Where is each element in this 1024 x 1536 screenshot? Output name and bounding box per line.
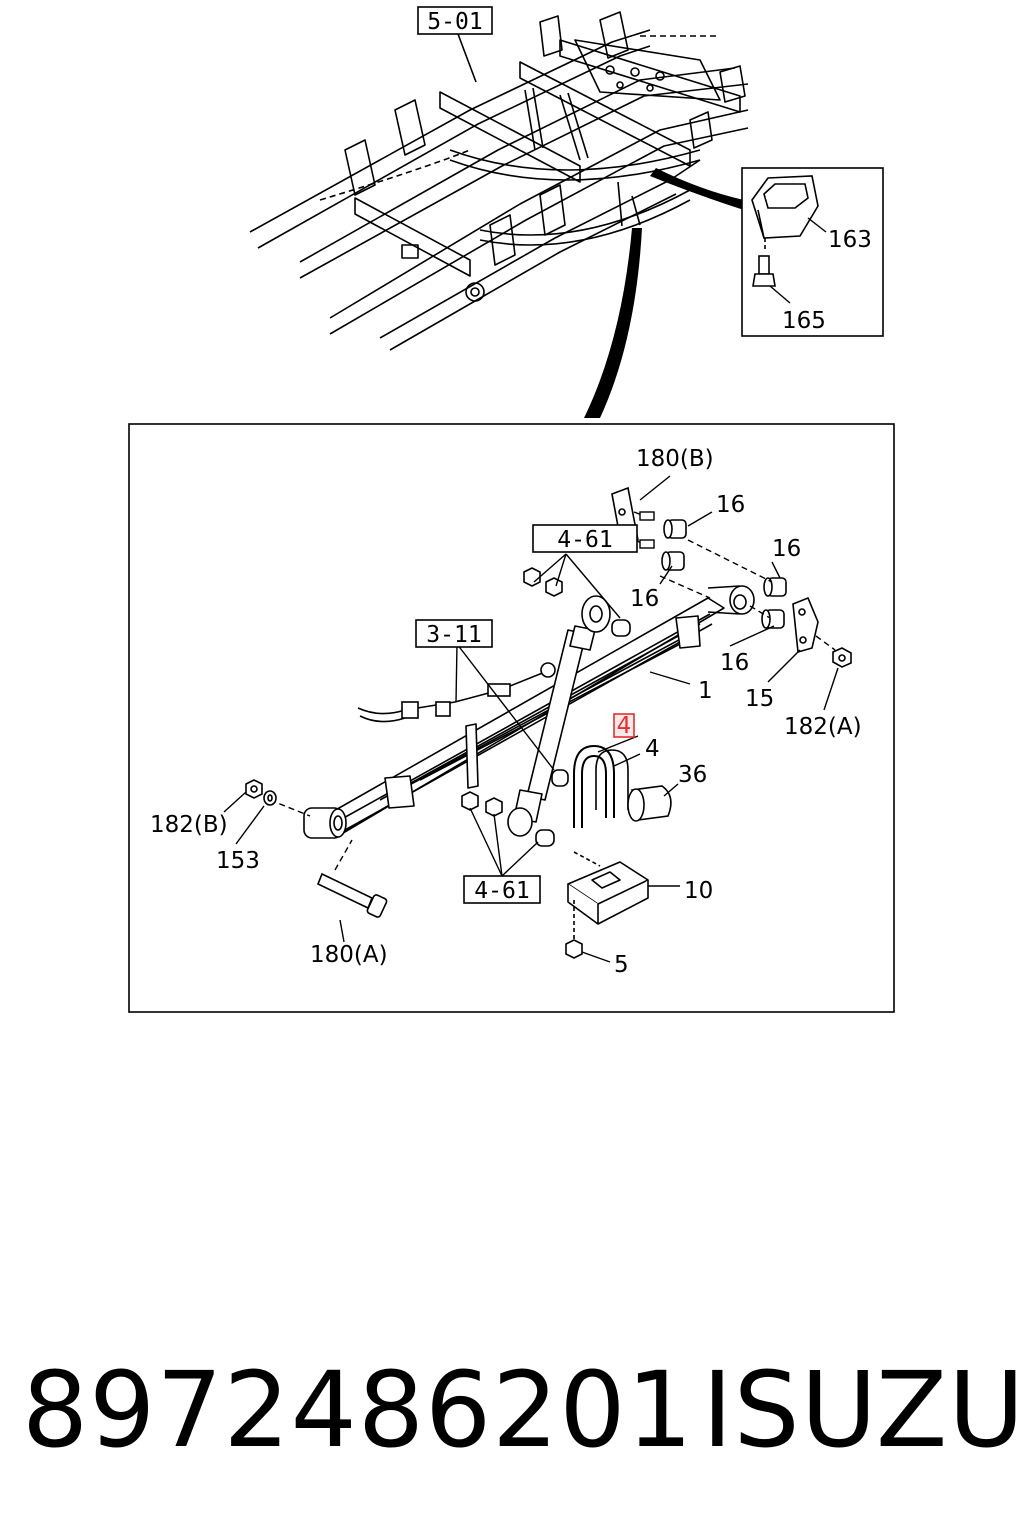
u-bolt-drawing bbox=[573, 744, 629, 828]
ref-shock-label: 3-11 bbox=[426, 622, 481, 648]
bump-cushion-drawing bbox=[751, 175, 819, 252]
part-number: 8972486201 bbox=[22, 1349, 694, 1471]
brake-hose-drawing bbox=[357, 662, 556, 723]
label-16-c: 16 bbox=[630, 586, 659, 612]
inset-callout-wedge bbox=[650, 168, 744, 210]
shackle-drawing bbox=[792, 596, 819, 654]
detail-callout-wedge bbox=[584, 228, 642, 418]
label-165: 165 bbox=[782, 308, 826, 334]
detail-frame bbox=[128, 423, 895, 1013]
label-180a: 180(A) bbox=[310, 942, 388, 968]
label-163: 163 bbox=[828, 227, 872, 253]
chassis-frame-drawing bbox=[249, 11, 749, 351]
pin-180a-drawing bbox=[316, 872, 388, 918]
brand-name: ISUZU bbox=[702, 1349, 1024, 1471]
label-182b: 182(B) bbox=[150, 812, 228, 838]
shock-absorber-drawing bbox=[507, 595, 611, 837]
spring-seat-drawing bbox=[567, 851, 649, 942]
nuts-drawing bbox=[245, 567, 852, 959]
highlight-box-4[interactable] bbox=[613, 713, 635, 738]
label-15: 15 bbox=[745, 686, 774, 712]
ref-bottom-label: 4-61 bbox=[474, 878, 529, 904]
bumper-36-drawing bbox=[627, 785, 672, 822]
label-153: 153 bbox=[216, 848, 260, 874]
label-1: 1 bbox=[698, 678, 713, 704]
bolt-165-drawing bbox=[752, 255, 776, 287]
ref-box-bottom bbox=[463, 875, 541, 904]
label-180b: 180(B) bbox=[636, 446, 714, 472]
footer: 8972486201 ISUZU bbox=[0, 1350, 1024, 1470]
highlight-label-4[interactable]: 4 bbox=[617, 713, 632, 739]
ref-top-label: 4-61 bbox=[557, 527, 612, 553]
label-4: 4 bbox=[645, 736, 660, 762]
bushings-16-drawing bbox=[661, 519, 787, 629]
parts-diagram: 5-01 163 165 bbox=[128, 6, 895, 1013]
leader-lines bbox=[223, 475, 839, 963]
label-10: 10 bbox=[684, 878, 713, 904]
ref-box-shock bbox=[415, 619, 493, 648]
label-5: 5 bbox=[614, 952, 629, 978]
label-16-b: 16 bbox=[772, 536, 801, 562]
frame-ref-label: 5-01 bbox=[427, 9, 482, 35]
label-182a: 182(A) bbox=[784, 714, 862, 740]
label-36: 36 bbox=[678, 762, 707, 788]
frame-ref-box bbox=[417, 6, 493, 35]
label-16-d: 16 bbox=[720, 650, 749, 676]
ref-box-top bbox=[532, 524, 638, 553]
label-16-a: 16 bbox=[716, 492, 745, 518]
